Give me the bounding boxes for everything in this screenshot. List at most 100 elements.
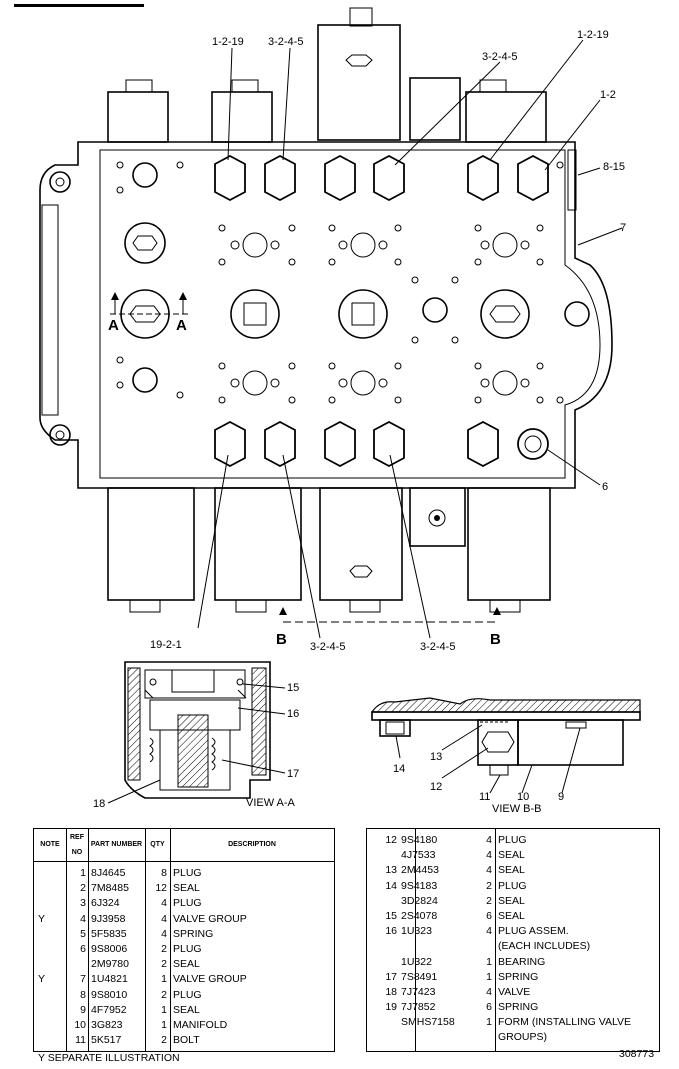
callout-16: 16 <box>287 708 299 720</box>
callout-3-2-4-5-top-mid: 3-2-4-5 <box>482 51 517 63</box>
callout-1-2-top-right: 1-2 <box>600 89 616 101</box>
cell-desc: GROUPS) <box>498 1031 548 1044</box>
view-bb-caption: VIEW B-B <box>492 803 542 815</box>
section-b-right: B <box>490 631 501 648</box>
cell-note <box>34 942 66 957</box>
callout-14: 14 <box>393 763 405 775</box>
cell-desc: PLUG <box>173 942 202 955</box>
cell-ref: 3 <box>80 897 86 910</box>
cell-part: 9S8010 <box>91 988 128 1001</box>
cell-desc: PLUG <box>173 988 202 1001</box>
cell-desc: SEAL <box>173 882 200 895</box>
cell-qty: 4 <box>486 985 492 998</box>
cell-qty: 8 <box>161 867 167 879</box>
bottom-housing-3 <box>319 487 403 601</box>
cell-part <box>399 1030 467 1045</box>
callout-13: 13 <box>430 751 442 763</box>
cell-desc: PLUG <box>498 834 527 846</box>
cell-part <box>399 939 467 954</box>
bottom-housing-5 <box>467 487 551 601</box>
cell-desc: VALVE GROUP <box>173 912 247 925</box>
cell-qty: 4 <box>486 849 492 862</box>
top-housing-4 <box>409 77 461 141</box>
cell-part: 1U4821 <box>91 973 128 986</box>
cell-ref <box>367 1015 399 1030</box>
cell-qty: 4 <box>161 897 167 910</box>
cell-qty: 2 <box>161 942 167 955</box>
drawing-number: 308773 <box>619 1048 655 1060</box>
cell-ref: 8 <box>80 988 86 1001</box>
cell-part: 7M8485 <box>91 882 129 895</box>
cell-part: 1U322 <box>401 955 432 968</box>
callout-1-2-19-top-left: 1-2-19 <box>212 36 244 48</box>
parts-table-left: NOTE REF NO PART NUMBER QTY DESCRIPTION … <box>33 828 335 1052</box>
cell-qty: 2 <box>161 988 167 1001</box>
cell-part: 3D2824 <box>401 894 438 907</box>
cell-ref: 9 <box>80 1003 86 1016</box>
cell-note <box>34 988 66 1003</box>
section-a-left: A <box>108 317 119 334</box>
cell-ref: 16 <box>385 925 397 938</box>
callout-3-2-4-5-top-left: 3-2-4-5 <box>268 36 303 48</box>
callout-17: 17 <box>287 768 299 780</box>
cell-desc: SEAL <box>498 849 525 862</box>
callout-8-15: 8-15 <box>603 161 625 173</box>
cell-part: 2S4078 <box>401 909 438 922</box>
cell-part: 9S8006 <box>91 942 128 955</box>
top-housing-2 <box>211 91 273 143</box>
cell-desc: SEAL <box>173 1003 200 1016</box>
callout-11: 11 <box>479 791 490 803</box>
cell-part: 9S4183 <box>401 879 438 892</box>
cell-note <box>34 1033 66 1048</box>
cell-qty <box>467 939 495 954</box>
cell-part: 5F5835 <box>91 927 127 940</box>
header-qty: QTY <box>150 841 165 849</box>
callout-1-2-19-top-right: 1-2-19 <box>577 29 609 41</box>
cell-qty: 1 <box>161 1018 167 1031</box>
cell-desc: PLUG <box>173 897 202 910</box>
cell-desc: VALVE <box>498 985 531 998</box>
cell-ref: 13 <box>385 864 397 877</box>
cell-qty: 12 <box>155 882 167 895</box>
cell-desc: SEAL <box>498 894 525 907</box>
cell-note <box>34 896 66 911</box>
section-b-left: B <box>276 631 287 648</box>
cell-qty: 2 <box>161 958 167 971</box>
cell-ref <box>66 957 88 972</box>
bottom-housing-4 <box>409 487 466 547</box>
header-rule <box>14 4 144 7</box>
cell-ref <box>367 848 399 863</box>
cell-note <box>34 957 66 972</box>
cell-ref: 4 <box>80 912 86 925</box>
cell-part: SMHS7158 <box>401 1016 455 1029</box>
cell-qty: 4 <box>486 834 492 846</box>
cell-qty: 4 <box>486 864 492 877</box>
cell-desc: PLUG ASSEM. <box>498 925 569 938</box>
cell-desc: BEARING <box>498 955 546 968</box>
table-header: NOTE REF NO PART NUMBER QTY DESCRIPTION <box>34 829 334 862</box>
cell-part: 6J324 <box>91 897 120 910</box>
callout-10: 10 <box>517 791 529 803</box>
callout-19-2-1: 19-2-1 <box>150 639 182 651</box>
top-housing-right <box>465 91 547 143</box>
cell-qty: 1 <box>486 970 492 983</box>
cell-part: 7J7423 <box>401 985 436 998</box>
table-row: 8 9S8010 2 PLUG <box>34 988 334 1003</box>
cell-part: 3G823 <box>91 1018 123 1031</box>
cell-part: 1U323 <box>401 925 432 938</box>
cell-ref <box>367 955 399 970</box>
cell-desc: SPRING <box>173 927 214 940</box>
cell-part: 5K517 <box>91 1034 122 1047</box>
